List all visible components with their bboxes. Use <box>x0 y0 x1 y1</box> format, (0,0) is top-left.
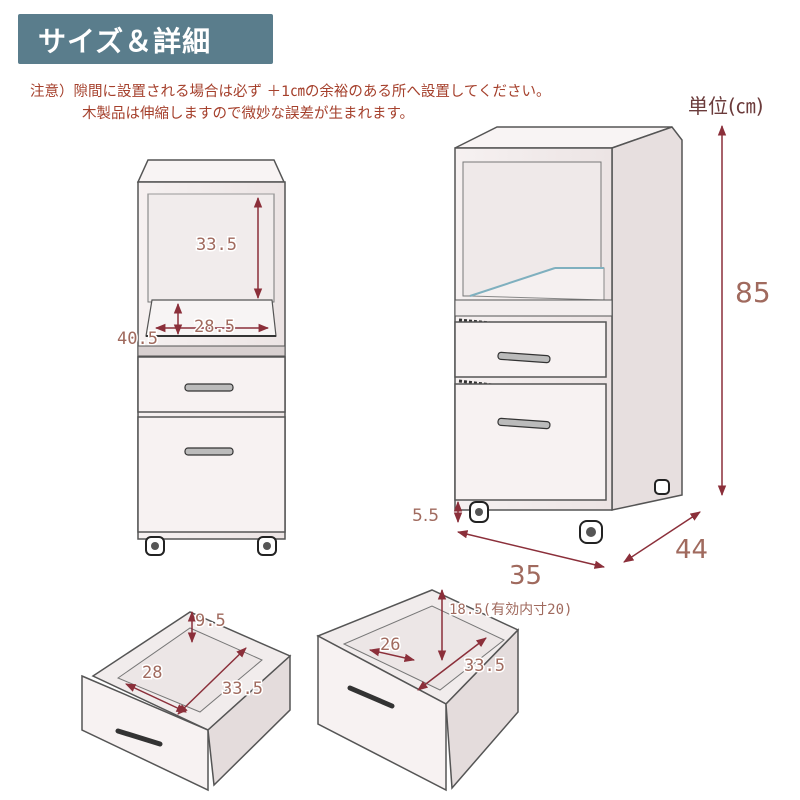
front-open-height-label: 33.5 <box>196 235 237 255</box>
small-drawer-dimensions <box>125 610 247 715</box>
note-line-1: 注意）隙間に設置される場合は必ず ＋1㎝の余裕のある所へ設置してください。 <box>30 84 551 100</box>
cabinet-dimensions <box>453 124 727 569</box>
small-drawer <box>81 611 292 792</box>
small-drawer-height-label: 9.5 <box>195 611 226 631</box>
large-drawer-depth-label: 33.5 <box>464 656 505 676</box>
front-view-dimensions <box>154 196 270 336</box>
small-drawer-width-label: 28 <box>142 663 162 683</box>
small-drawer-depth-label: 33.5 <box>222 679 263 699</box>
front-open-depth-label: 40.5 <box>117 329 158 349</box>
drawer-handle-icon <box>497 417 551 430</box>
caster-height-label: 5.5 <box>412 506 439 526</box>
large-drawer-dimensions <box>368 588 487 691</box>
cabinet-height-label: 85 <box>735 276 771 309</box>
front-open-width-label: 28.5 <box>194 317 235 337</box>
drawer-handle-icon <box>184 383 234 392</box>
cabinet-depth-label: 44 <box>675 535 708 565</box>
large-drawer-height-label: 18.5(有効内寸20) <box>449 602 572 618</box>
large-drawer-width-label: 26 <box>380 635 400 655</box>
front-view-cabinet <box>136 159 286 556</box>
perspective-cabinet <box>454 126 683 544</box>
caster-icon <box>654 479 670 495</box>
cabinet-width-label: 35 <box>509 561 542 591</box>
drawer-handle-icon <box>184 447 234 456</box>
unit-label: 単位(㎝) <box>688 94 764 118</box>
drawer-handle-icon <box>497 351 551 364</box>
header-banner <box>18 14 273 64</box>
drawer-handle-icon <box>115 728 163 747</box>
note-line-2: 木製品は伸縮しますので微妙な誤差が生まれます。 <box>82 106 415 122</box>
header-title: サイズ＆詳細 <box>38 25 212 58</box>
drawer-handle-icon <box>347 685 395 709</box>
